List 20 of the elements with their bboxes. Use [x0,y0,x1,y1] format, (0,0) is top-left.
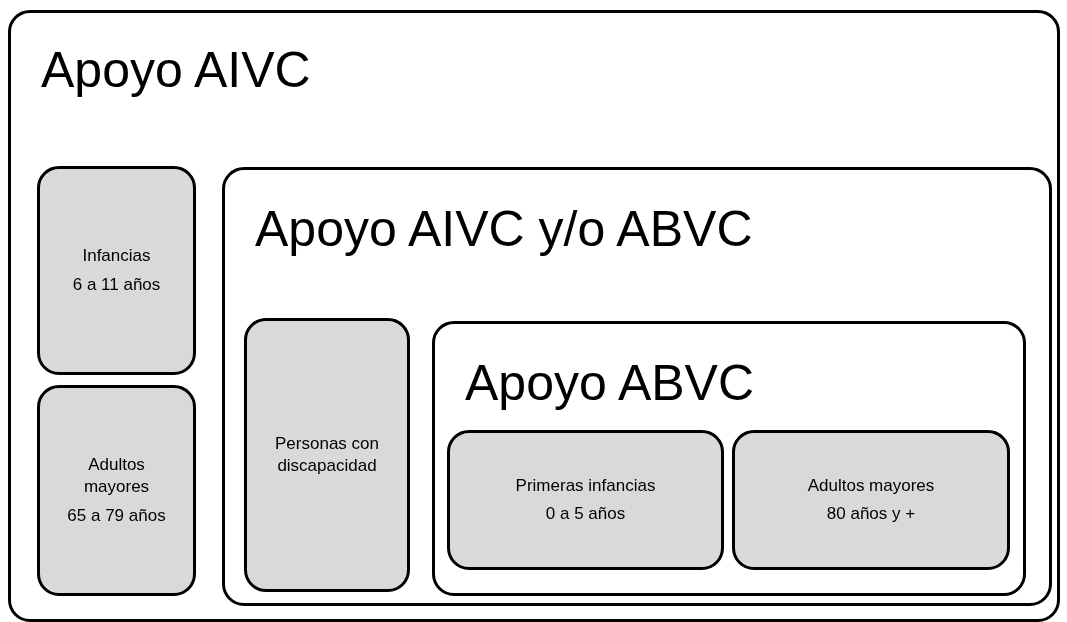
age-range-label: 6 a 11 años [72,273,161,296]
age-range-label: 80 años y + [826,503,916,525]
category-box [447,430,724,570]
category-label: Infancias [82,245,151,268]
group-heading: Apoyo AIVC [41,45,311,95]
group-panel [432,321,1026,596]
category-box [244,318,410,592]
category-box [37,166,196,375]
group-panel [8,10,1060,622]
category-label: Primeras infancias [515,474,656,497]
category-box [732,430,1010,570]
group-panel [222,167,1052,606]
group-heading: Apoyo ABVC [465,358,755,408]
age-range-label: 65 a 79 años [67,504,166,527]
age-range-label: 0 a 5 años [545,503,626,525]
group-heading: Apoyo AIVC y/o ABVC [255,204,753,254]
category-label: Adultos mayores [82,454,151,499]
category-label: Personas con discapacidad [274,432,380,477]
category-label: Adultos mayores [807,474,935,497]
category-box [37,385,196,596]
